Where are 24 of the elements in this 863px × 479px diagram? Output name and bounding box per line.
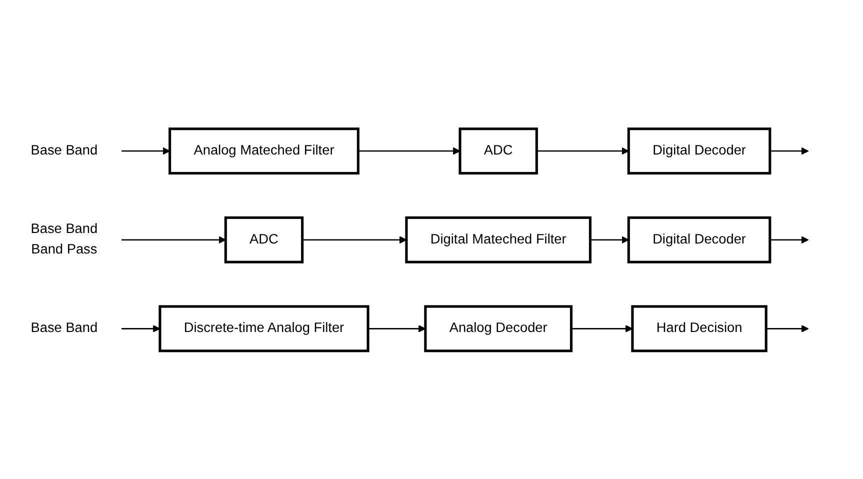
- arrow: [571, 324, 633, 332]
- arrow: [536, 146, 629, 154]
- node-box: Digital Mateched Filter: [405, 216, 592, 263]
- arrow: [770, 146, 809, 154]
- arrow: [770, 236, 809, 244]
- arrow: [590, 236, 629, 244]
- node-box: Digital Decoder: [627, 127, 772, 174]
- node-box: Analog Mateched Filter: [168, 127, 360, 174]
- arrow: [122, 324, 160, 332]
- arrow: [766, 324, 809, 332]
- node-box: Hard Decision: [631, 304, 768, 352]
- node-box: ADC: [224, 216, 304, 263]
- node-box: ADC: [458, 127, 538, 174]
- node-box: Analog Decoder: [424, 304, 573, 352]
- node-text: Base Band Band Pass: [30, 222, 98, 257]
- arrow: [122, 146, 170, 154]
- arrow: [368, 324, 426, 332]
- arrow: [358, 146, 460, 154]
- arrow: [122, 236, 226, 244]
- node-text: Base Band: [30, 320, 98, 336]
- arrow: [302, 236, 407, 244]
- node-box: Discrete-time Analog Filter: [158, 304, 370, 352]
- node-box: Digital Decoder: [627, 216, 772, 263]
- node-text: Base Band: [30, 142, 98, 158]
